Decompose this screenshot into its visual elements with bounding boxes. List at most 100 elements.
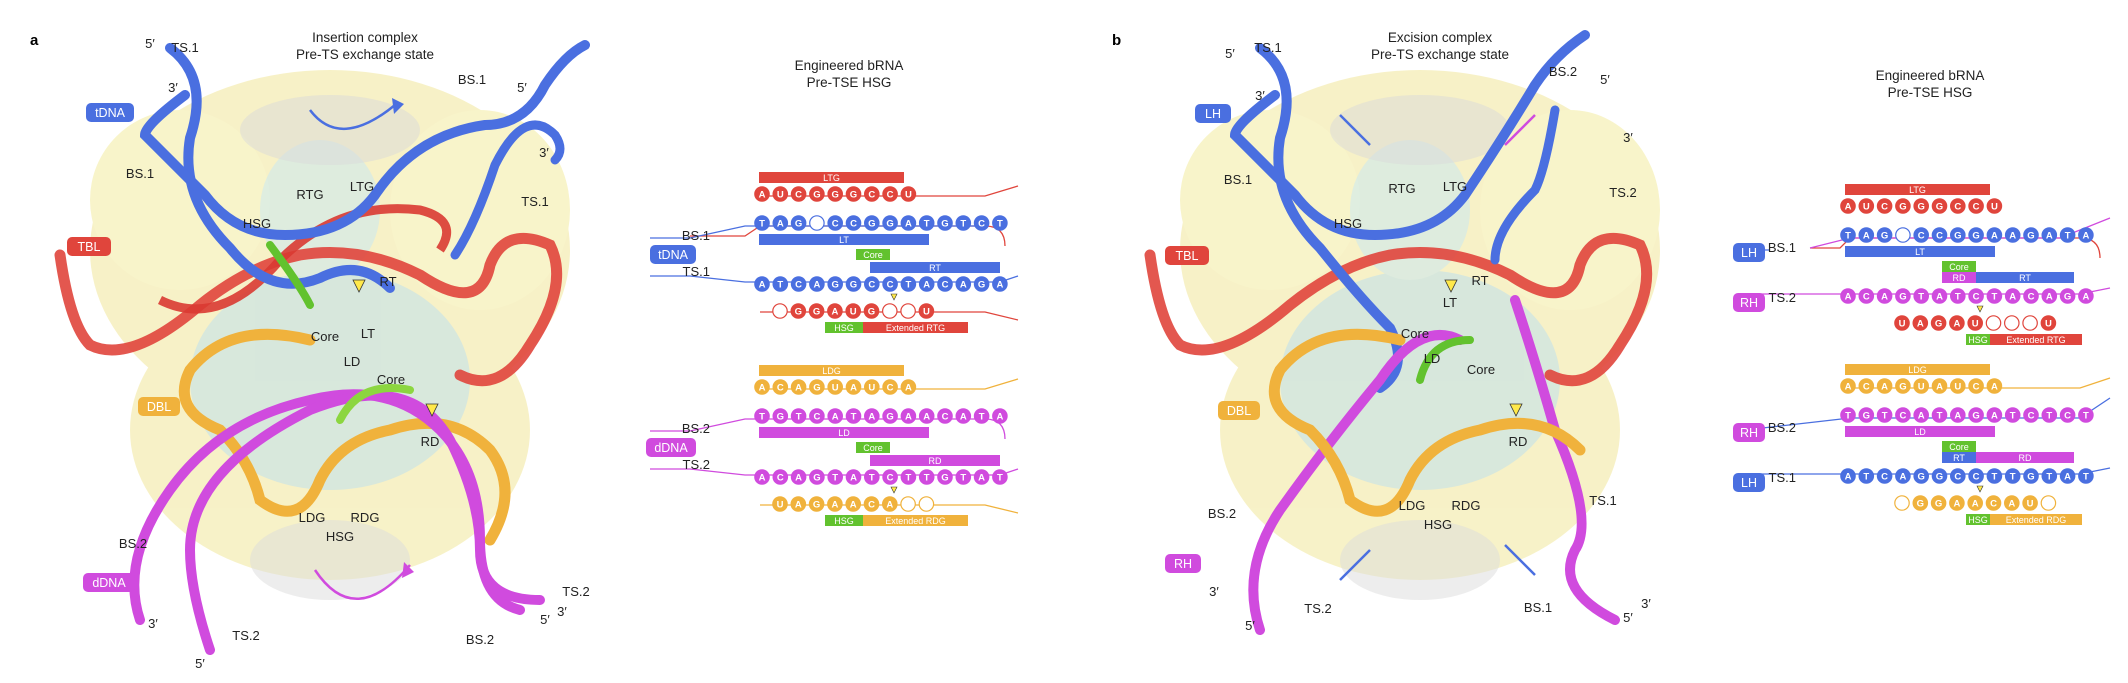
- a-b-dna-top-nt-0: T: [759, 412, 765, 423]
- bar-b-rd: RD: [1953, 273, 1966, 283]
- b-top-rna-nt-6: C: [1954, 202, 1961, 213]
- b-b-dna-top-nt-4: A: [1918, 411, 1925, 422]
- b-top-rna-nt-3: G: [1899, 202, 1906, 213]
- b-b-rna-bot-circle-8: [2040, 495, 2057, 511]
- a-b-dna-top-circle-10: [937, 408, 953, 424]
- panel-b-structure: [1144, 30, 1660, 635]
- a-b-dna-top-nt-4: A: [832, 412, 839, 423]
- a-b-dna-bot-circle-1: [772, 469, 789, 485]
- a-top-rna-circle-1: [772, 186, 789, 202]
- b-bot-rna-nt-5: G: [1990, 319, 1997, 330]
- a-top-dna-nt-5: C: [850, 219, 857, 230]
- a-b-rna-top-circle-5: [845, 379, 862, 395]
- bar-b-core-bg: [1942, 261, 1976, 272]
- b-b-rna-top-nt-6: U: [1954, 382, 1961, 393]
- b-b-rna-bot-circle-4: [1967, 495, 1983, 511]
- structure-label-b-12: LT: [1443, 295, 1457, 310]
- a-bot-dna-nt-12: G: [978, 280, 985, 291]
- structure-tag-b-rh-bg: [1165, 554, 1201, 573]
- a-bot-rna-nt-2: G: [813, 307, 820, 318]
- b-bot-dna-nt-3: G: [1899, 292, 1906, 303]
- schematic-a-tag-ddna-bg: [646, 438, 696, 457]
- bar-a-ldg-bg: [759, 365, 904, 376]
- a-top-dna-nt-2: G: [795, 219, 802, 230]
- b-top-rna-nt-5: G: [1936, 202, 1943, 213]
- a-b-dna-bot-nt-6: T: [869, 473, 875, 484]
- b-top-dna-circle-2: [1876, 227, 1893, 243]
- structure-tag-b-lh: LH: [1205, 107, 1221, 121]
- b-b-dna-bot-circle-8: [1986, 468, 2003, 484]
- protein-grey-cloud: [240, 95, 420, 600]
- a-b-rna-bot-circle-8: [918, 496, 935, 512]
- b-b-dna-bot-circle-2: [1876, 468, 1893, 484]
- a-b-dna-bot-circle-10: [937, 469, 953, 485]
- a-b-dna-top-circle-7: [882, 408, 898, 424]
- a-b-dna-top-circle-13: [992, 408, 1008, 424]
- bar-b-ext: Extended RTG: [2006, 335, 2065, 345]
- b-b-dna-bot-nt-9: T: [2010, 472, 2016, 483]
- a-top-rna-circle-6: [863, 186, 880, 202]
- b-bot-dna-nt-2: A: [1881, 292, 1888, 303]
- schematic-a-tag-ddna: dDNA: [654, 441, 688, 455]
- schematic-b-title-2: Pre-TSE HSG: [1888, 85, 1973, 100]
- schematic-b-title-1: Engineered bRNA: [1876, 68, 1985, 83]
- a-top-rna-nt-1: U: [777, 190, 784, 201]
- b-top-rna-nt-2: C: [1881, 202, 1888, 213]
- structure-label-27: TS.2: [562, 584, 589, 599]
- structure-label-14: LD: [344, 354, 361, 369]
- structure-tag-b-dbl: DBL: [1227, 404, 1251, 418]
- a-b-dna-top-nt-8: A: [905, 412, 912, 423]
- b-b-dna-bot-nt-7: C: [1973, 472, 1980, 483]
- bar-b-ld-bg: [1845, 426, 1995, 437]
- structure-label-24: BS.2: [466, 632, 494, 647]
- b-b-dna-top-circle-7: [1968, 407, 1984, 423]
- b-b-dna-bot-circle-5: [1931, 468, 1948, 484]
- a-b-rna-bot-circle-0: [772, 496, 788, 512]
- structure-label-b-1: TS.1: [1254, 40, 1281, 55]
- b-bot-dna-circle-12: [2059, 288, 2076, 304]
- bar-a-ldg: LDG: [822, 366, 841, 376]
- a-b-rna-top-nt-5: A: [850, 383, 857, 394]
- schematic-a-tag-tdna-bg: [650, 245, 696, 264]
- bar-a-ext: Extended RTG: [886, 323, 945, 333]
- panel-b-letter: b: [1112, 32, 1121, 49]
- b-b-rna-bot-circle-1: [1912, 495, 1929, 511]
- b-top-dna-nt-7: G: [1972, 231, 1979, 242]
- b-bot-dna-circle-11: [2041, 288, 2058, 304]
- structure-tag-dbl-bg: [138, 397, 180, 416]
- structure-label-10: HSG: [243, 216, 271, 231]
- b-b-dna-top-circle-1: [1858, 407, 1875, 423]
- b-b-dna-top-nt-8: A: [1991, 411, 1998, 422]
- a-b-dna-top-circle-8: [900, 408, 917, 424]
- b-bot-dna-circle-13: [2078, 288, 2094, 304]
- bar-a-rt: RT: [929, 263, 941, 273]
- structure-label-26: 3′: [557, 604, 567, 619]
- a-bot-dna-circle-8: [900, 276, 917, 292]
- b-bot-dna-circle-10: [2023, 288, 2039, 304]
- cleavage-site-marker-b2: [1509, 403, 1523, 417]
- cleavage-site-marker-2: [425, 403, 439, 417]
- a-bot-dna-circle-0: [754, 276, 770, 292]
- a-top-rna-circle-2: [790, 186, 807, 202]
- a-b-dna-top-nt-11: A: [960, 412, 967, 423]
- a-b-dna-bot-nt-4: T: [832, 473, 838, 484]
- structure-label-b-19: HSG: [1424, 517, 1452, 532]
- a-b-dna-bot-nt-3: G: [813, 473, 820, 484]
- b-b-dna-top-nt-10: C: [2028, 411, 2035, 422]
- panel-b-title-1: Excision complex: [1388, 30, 1493, 45]
- a-b-rna-bot-circle-5: [863, 496, 880, 512]
- b-b-rna-top-nt-7: C: [1973, 382, 1980, 393]
- structure-label-b-10: HSG: [1334, 216, 1362, 231]
- b-bot-dna-nt-5: A: [1936, 292, 1943, 303]
- a-bot-dna-circle-11: [955, 276, 972, 292]
- motion-arrow-2: [1504, 114, 1536, 146]
- b-bot-dna-circle-9: [2004, 288, 2021, 304]
- a-bot-dna-nt-1: T: [777, 280, 783, 291]
- a-top-rna-nt-6: C: [868, 190, 875, 201]
- b-bot-rna-nt-1: A: [1917, 319, 1924, 330]
- a-b-dna-top-nt-2: T: [796, 412, 802, 423]
- a-b-dna-bot-nt-13: T: [997, 473, 1003, 484]
- a-b-dna-bot-circle-12: [973, 469, 990, 485]
